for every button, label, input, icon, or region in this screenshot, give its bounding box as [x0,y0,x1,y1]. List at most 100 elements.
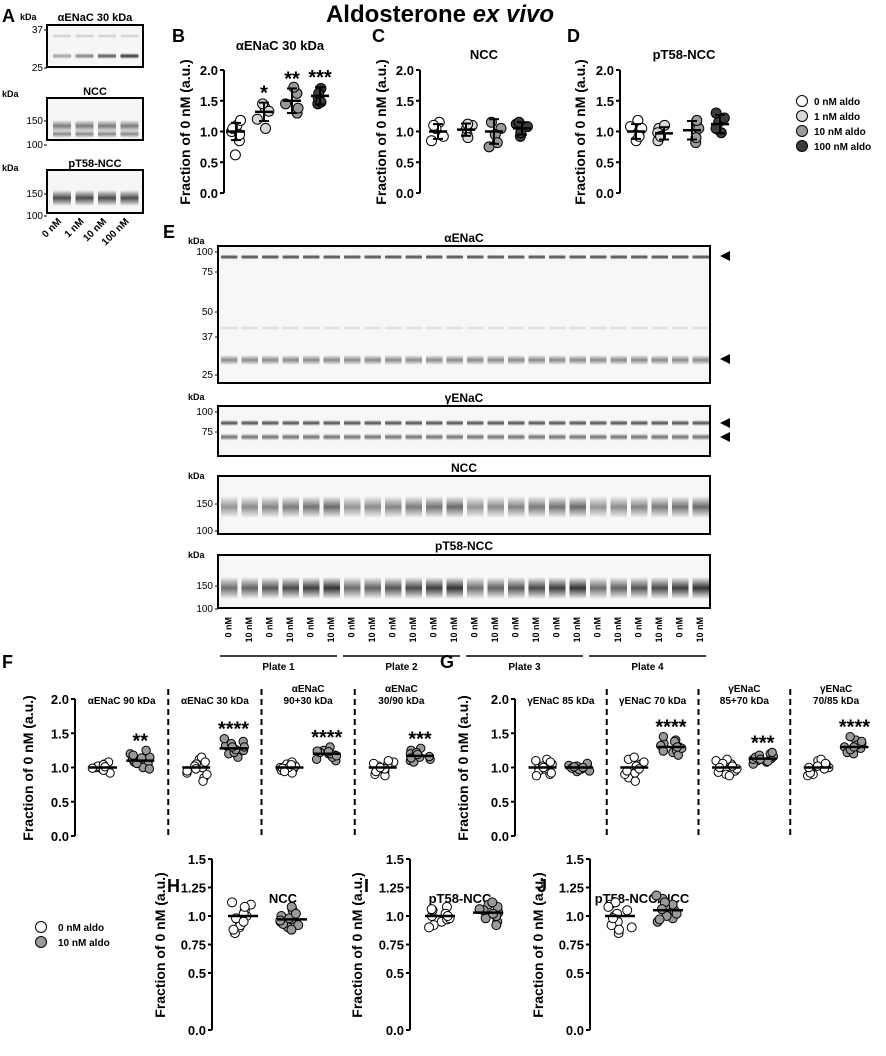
lane-label: 0 nM [674,617,684,638]
blot-band [262,355,279,365]
blot-band [385,577,402,599]
blot-tick-label: 100 [196,247,213,258]
blot-band [672,433,689,441]
blot-band [282,355,299,365]
blot-band [651,577,668,599]
legend-marker [35,936,47,948]
blot-band [120,190,139,206]
lane-label: 0 nM [551,617,561,638]
data-point [845,731,855,742]
data-point [531,771,542,781]
kda-label: kDa [188,471,206,481]
blot-band [364,326,381,330]
y-axis-label: Fraction of 0 nM (a.u.) [177,59,193,204]
blot-band [528,577,545,599]
panel-letter-A: A [2,6,15,26]
blot-band [405,254,422,260]
data-point [603,901,614,912]
data-point [491,920,502,931]
blot-band [631,433,648,441]
blot-band [262,326,279,330]
blot-band [221,420,238,426]
kda-label: kDa [188,236,206,246]
y-tick-label: 0.0 [596,186,614,201]
y-tick-label: 1.5 [596,94,614,109]
data-point [614,924,625,935]
data-point [144,764,155,774]
data-point [200,757,210,767]
blot-band [446,326,463,330]
blot-band [364,496,381,518]
blot-band [385,420,402,426]
section-label: γENaC [820,684,852,695]
blot-band [549,420,566,426]
blot-band [282,433,299,441]
blot-tick-label: 100 [26,140,43,151]
blot-band [487,577,504,599]
section-label: αENaC 30 kDa [181,696,249,707]
y-tick-label: 0.75 [181,938,206,953]
legend-label: 0 nM aldo [814,97,860,108]
blot-band [528,326,545,330]
y-tick-label: 0.75 [379,938,404,953]
blot-band [467,254,484,260]
significance-stars: **** [218,719,249,741]
blot-title: γENaC [445,391,484,405]
significance-stars: *** [408,728,432,750]
data-point [545,757,556,767]
blot-tick-label: 150 [196,581,213,592]
section-label: γENaC 70 kDa [619,696,687,707]
y-tick-label: 1.25 [559,881,584,896]
lane-label: 0 nM [592,617,602,638]
blot-band [467,496,484,518]
blot-band [569,420,586,426]
blot-band [364,577,381,599]
blot-band [569,577,586,599]
y-tick-label: 1.25 [181,881,206,896]
blot-band [385,355,402,365]
y-tick-label: 1.0 [386,909,404,924]
blot-band [282,420,299,426]
data-point [227,742,238,752]
y-tick-label: 1.0 [491,761,509,776]
data-point [292,102,304,114]
blot-band [385,496,402,518]
blot-band [323,355,340,365]
panel-letter-F: F [2,652,13,672]
y-tick-label: 0.5 [386,966,404,981]
significance-stars: **** [655,717,686,739]
y-tick-label: 1.0 [596,125,614,140]
blot-band [344,254,361,260]
chart-title: αENaC 30 kDa [236,38,325,53]
blot-band [692,496,709,518]
blot-band [446,496,463,518]
data-point [654,914,665,925]
blot-tick-label: 150 [26,116,43,127]
significance-stars: **** [839,717,870,739]
data-point [426,904,437,915]
blot-band [508,577,525,599]
legend-label: 1 nM aldo [814,112,860,123]
blot-band [631,355,648,365]
section-label: αENaC [385,684,418,695]
blot-tick-label: 25 [202,370,214,381]
blot-title: NCC [83,86,107,98]
y-axis-label: Fraction of 0 nM (a.u.) [572,59,588,204]
blot-band [405,496,422,518]
blot-band [446,577,463,599]
plate-label: Plate 1 [262,662,295,673]
data-point [235,114,247,126]
data-point [424,922,435,933]
y-tick-label: 2.0 [596,63,614,78]
blot-band [120,130,139,138]
blot-band [221,355,238,365]
blot-band [631,420,648,426]
data-point [626,922,637,933]
figure-title-main: Aldosterone [326,1,466,28]
blot-band [528,433,545,441]
blot-band [405,355,422,365]
blot-band [590,355,607,365]
blot-band [241,420,258,426]
